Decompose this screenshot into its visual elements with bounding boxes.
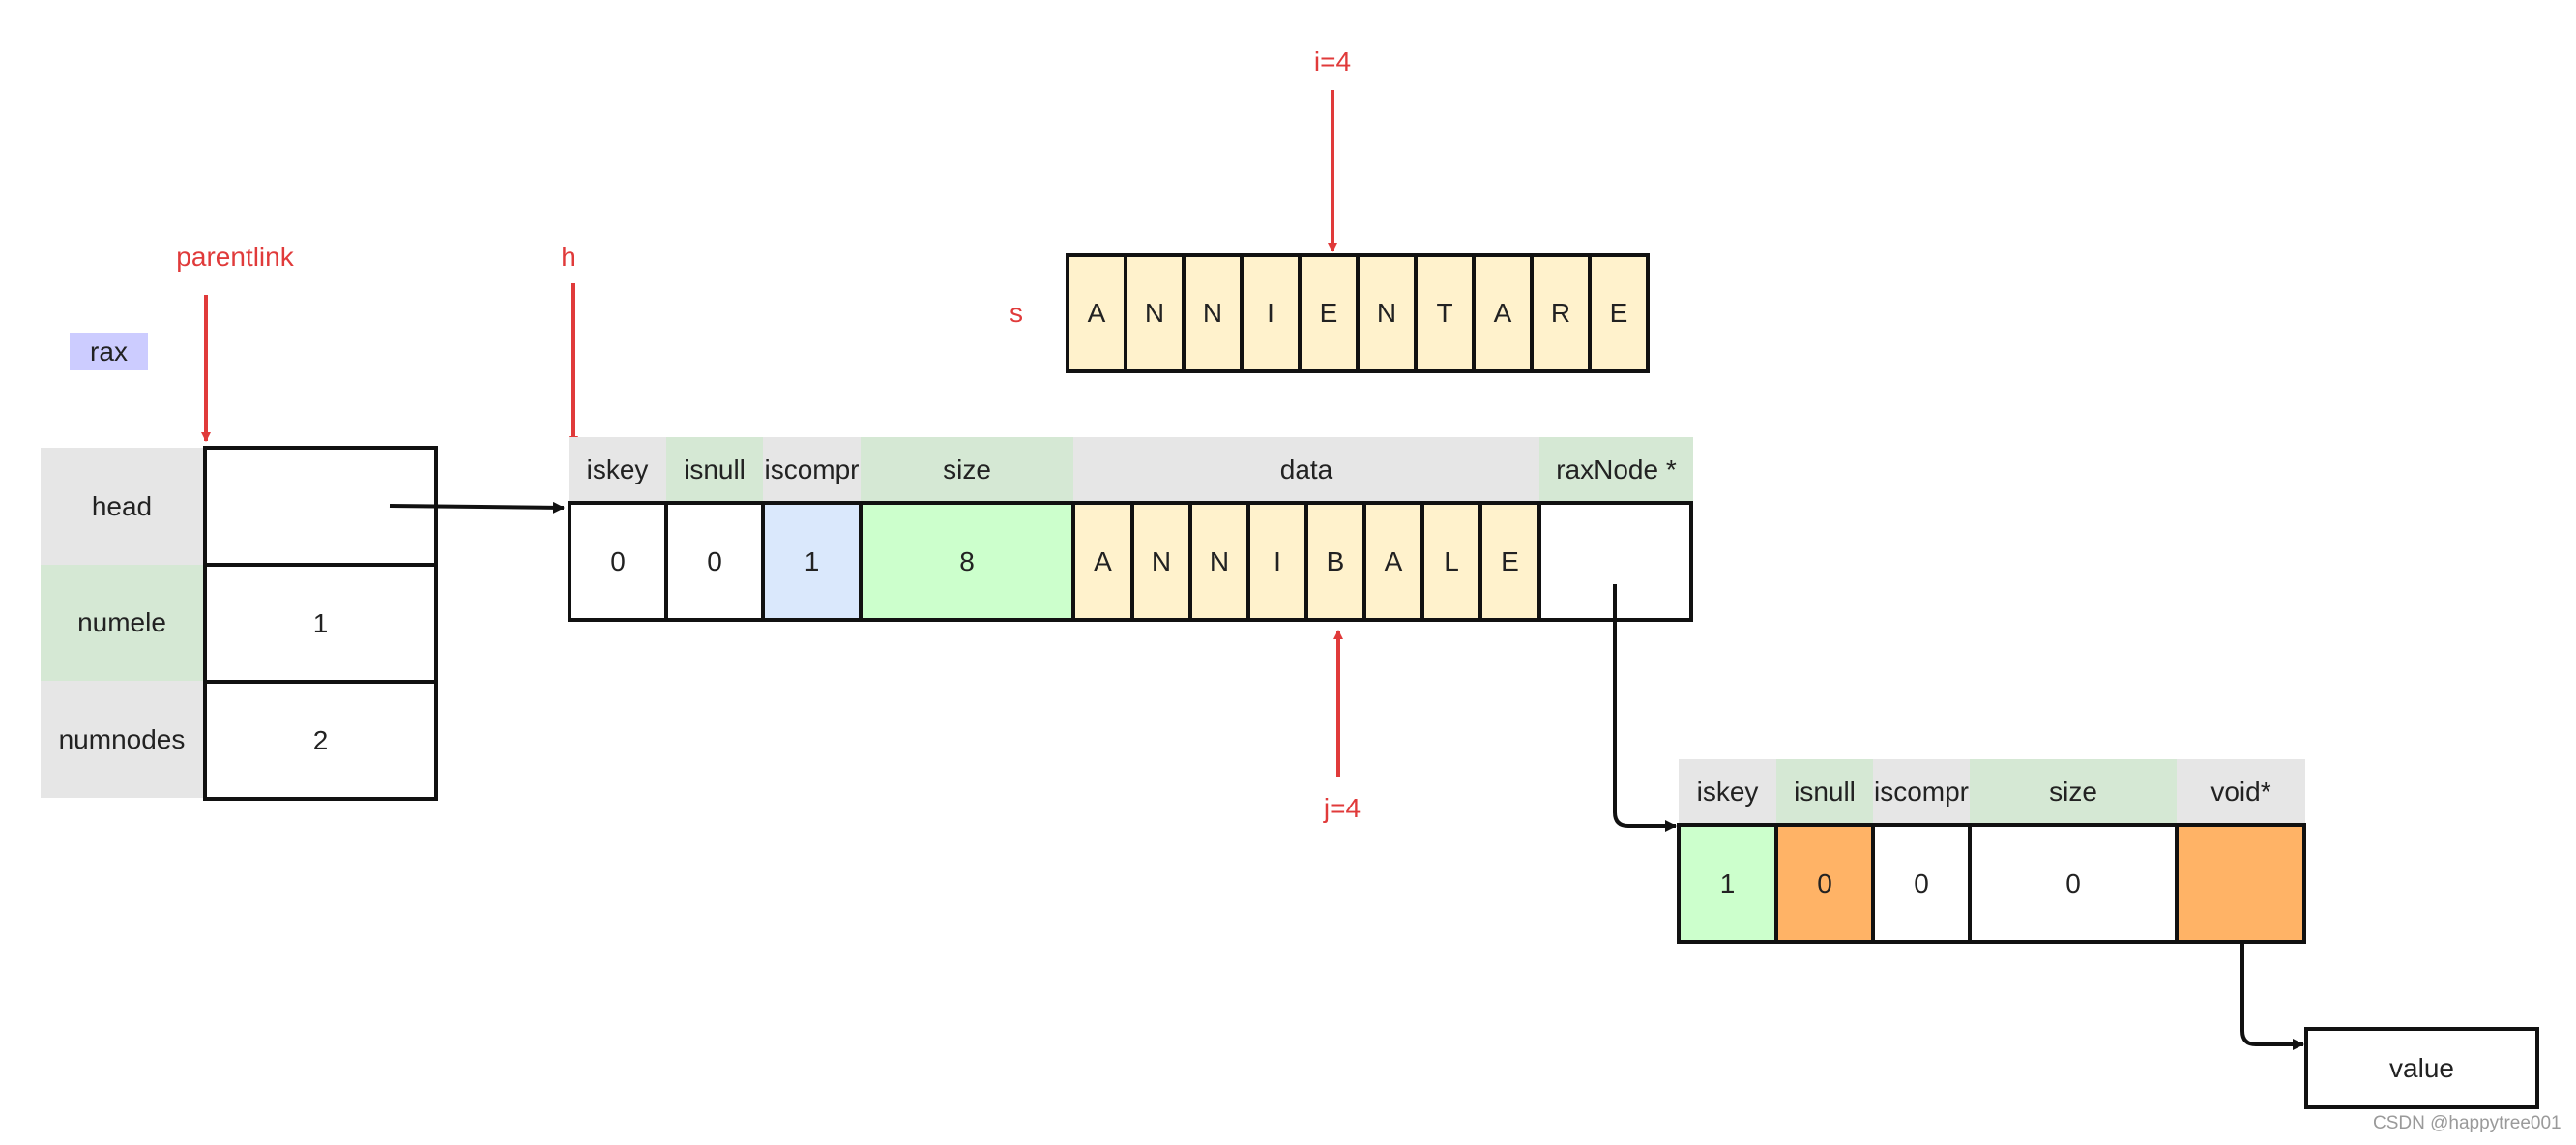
rax-numele-value: 1 [203, 563, 438, 684]
node2-header-void: void* [2177, 759, 2305, 825]
node1-data-char: N [1130, 501, 1192, 622]
h-label: h [561, 242, 576, 272]
node2-header-size: size [1970, 759, 2177, 825]
s-char: I [1240, 253, 1302, 373]
rax-numnodes-value: 2 [203, 680, 438, 801]
node1-child-pointer [1537, 501, 1693, 622]
watermark: CSDN @happytree001 [2373, 1113, 2561, 1133]
value-box: value [2304, 1027, 2539, 1109]
rax-field-head: head [41, 448, 203, 565]
node2-size-value: 0 [1968, 823, 2179, 944]
node1-header-size: size [861, 437, 1073, 503]
node1-data-char: N [1188, 501, 1250, 622]
s-char: T [1414, 253, 1476, 373]
s-char: N [1182, 253, 1244, 373]
node1-data-char: A [1362, 501, 1424, 622]
node1-data-char: B [1304, 501, 1366, 622]
s-label: s [1010, 298, 1023, 328]
rax-title: rax [70, 333, 148, 370]
node1-header-data: data [1073, 437, 1539, 503]
node2-isnull-value: 0 [1774, 823, 1875, 944]
s-char: E [1588, 253, 1650, 373]
node2-iscompr-value: 0 [1871, 823, 1972, 944]
node1-iscompr-value: 1 [761, 501, 863, 622]
j-label: j=4 [1323, 793, 1361, 823]
node1-isnull-value: 0 [664, 501, 765, 622]
s-char: N [1124, 253, 1186, 373]
node1-data-char: A [1071, 501, 1134, 622]
rax-head-value [203, 446, 438, 567]
s-char: E [1298, 253, 1360, 373]
node1-data-char: I [1246, 501, 1308, 622]
node1-size-value: 8 [859, 501, 1075, 622]
node1-data-char: L [1420, 501, 1482, 622]
node1-header-iskey: iskey [569, 437, 666, 503]
node1-header-child: raxNode * [1539, 437, 1693, 503]
node2-header-isnull: isnull [1776, 759, 1873, 825]
s-char: R [1530, 253, 1592, 373]
rax-field-numnodes: numnodes [41, 681, 203, 798]
node1-header-isnull: isnull [666, 437, 763, 503]
node2-void-pointer [2175, 823, 2306, 944]
node2-header-iscompr: iscompr [1873, 759, 1970, 825]
node1-iskey-value: 0 [568, 501, 668, 622]
s-char: N [1356, 253, 1418, 373]
void-to-value-arrow [2240, 923, 2304, 1050]
node1-data-char: E [1478, 501, 1541, 622]
parentlink-label: parentlink [176, 242, 294, 272]
node1-header-iscompr: iscompr [763, 437, 861, 503]
i-label: i=4 [1313, 46, 1352, 76]
s-char: A [1066, 253, 1127, 373]
s-char: A [1472, 253, 1534, 373]
node-to-child-arrow [1613, 584, 1677, 832]
node2-iskey-value: 1 [1677, 823, 1778, 944]
node2-header-iskey: iskey [1679, 759, 1776, 825]
rax-field-numele: numele [41, 565, 203, 681]
head-to-node-arrow [389, 501, 565, 514]
